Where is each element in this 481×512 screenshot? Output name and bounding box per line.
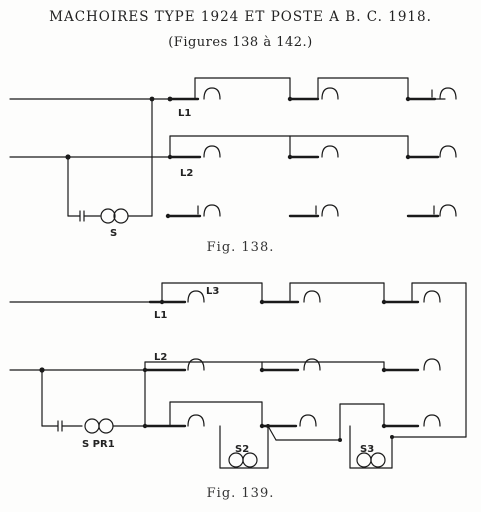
figure-138-diagram (9, 77, 457, 224)
figure-138-caption: Fig. 138. (206, 240, 275, 255)
label-l1-fig139: L1 (154, 310, 167, 321)
figure-138-junctions (65, 96, 411, 219)
label-l2-fig138: L2 (180, 168, 193, 179)
label-s-pr1: S PR1 (82, 439, 115, 450)
figure-139-caption: Fig. 139. (206, 486, 275, 501)
page-title: MACHOIRES TYPE 1924 ET POSTE A B. C. 191… (49, 9, 432, 25)
figure-139-junctions (39, 299, 394, 442)
label-s3: S3 (360, 444, 374, 455)
label-s2: S2 (235, 444, 249, 455)
label-s-fig138: S (110, 228, 117, 239)
figure-139-diagram (9, 282, 467, 469)
label-l1-fig138: L1 (178, 108, 191, 119)
page-subtitle: (Figures 138 à 142.) (168, 35, 313, 50)
label-l3-fig139: L3 (206, 286, 219, 297)
label-l2-fig139: L2 (154, 352, 167, 363)
